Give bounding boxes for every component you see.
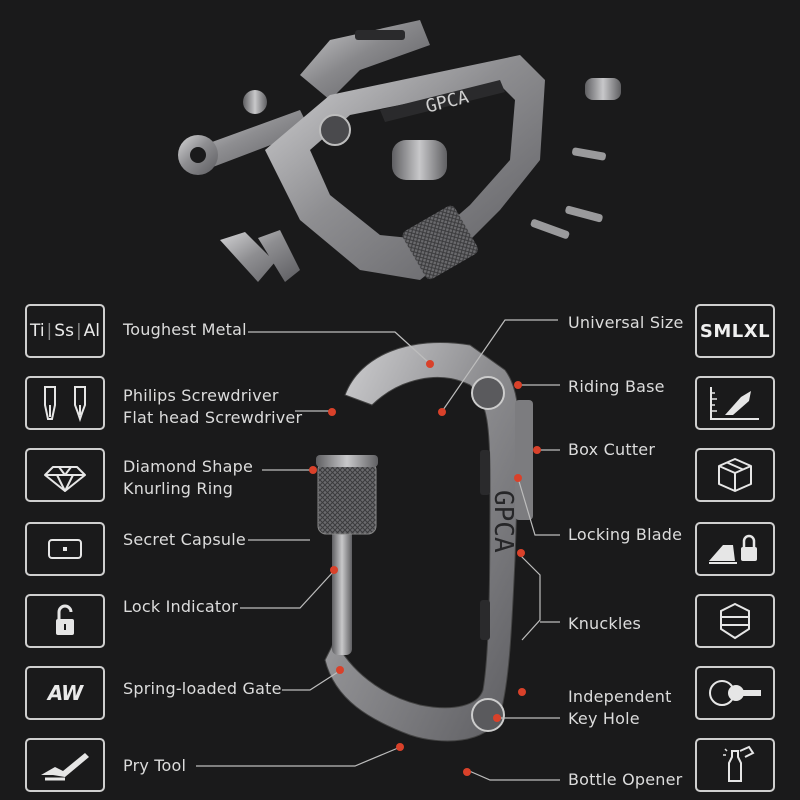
label-lock-indicator: Lock Indicator: [123, 597, 239, 616]
blade-lock-icon: [695, 522, 775, 576]
padlock-icon: [25, 594, 105, 648]
spring-text: AW: [47, 681, 83, 705]
label-key-hole: Independent Key Hole: [568, 687, 672, 728]
side-blade: [515, 400, 533, 520]
frame-groove-2: [480, 600, 490, 640]
label-secret-capsule: Secret Capsule: [123, 530, 246, 549]
exploded-small-ring: [243, 90, 267, 114]
size-icon: SMLXL: [695, 304, 775, 358]
label-bottle-opener: Bottle Opener: [568, 770, 683, 789]
label-screwdrivers: Philips Screwdriver Flat head Screwdrive…: [123, 386, 303, 427]
label-spring-gate: Spring-loaded Gate: [123, 679, 282, 698]
label-riding-base: Riding Base: [568, 377, 665, 396]
dot-toughest-metal: [426, 360, 434, 368]
label-pry-tool: Pry Tool: [123, 756, 187, 775]
bottom-pivot: [471, 698, 505, 732]
dot-screwdriver: [328, 408, 336, 416]
exploded-pivot-top: [319, 114, 351, 146]
top-pivot: [471, 376, 505, 410]
dot-knuckles-bottom: [518, 688, 526, 696]
callout-dots: [309, 360, 541, 776]
exploded-pin-4: [530, 219, 570, 239]
knurling-collar: [317, 461, 377, 535]
capsule-icon: [25, 522, 105, 576]
dot-riding: [514, 381, 522, 389]
ti-ss-al-icon: Ti | Ss | Al: [25, 304, 105, 358]
ss-text: Ss: [54, 321, 74, 341]
dot-lock: [330, 566, 338, 574]
size-text: SMLXL: [699, 320, 771, 342]
collar-cap: [316, 455, 378, 467]
dot-locking: [514, 474, 522, 482]
label-knuckles: Knuckles: [568, 614, 642, 633]
line-knuckles: [519, 554, 560, 641]
exploded-view: GPCA: [178, 20, 621, 282]
diamond-icon: [25, 448, 105, 502]
exploded-pin-3: [565, 205, 603, 223]
exploded-engraving-band: [380, 80, 505, 122]
line-locking: [517, 477, 560, 536]
dot-knurling: [309, 466, 317, 474]
line-lock: [240, 571, 334, 609]
dot-bottle: [463, 768, 471, 776]
exploded-collar: [402, 205, 478, 280]
exploded-capsule: [392, 140, 447, 180]
dot-boxcutter: [533, 446, 541, 454]
label-box-cutter: Box Cutter: [568, 440, 656, 459]
label-toughest-metal: Toughest Metal: [123, 320, 247, 339]
label-universal-size: Universal Size: [568, 313, 684, 332]
key-icon: [695, 666, 775, 720]
ruler-blade-icon: [695, 376, 775, 430]
line-toughest-metal: [248, 331, 429, 363]
exploded-wrench: [190, 110, 310, 170]
dot-knuckles-top: [517, 549, 525, 557]
exploded-bits: [220, 230, 300, 282]
gate-stem: [332, 525, 352, 655]
dot-universal: [438, 408, 446, 416]
dot-keyhole: [493, 714, 501, 722]
bottle-icon: [695, 738, 775, 792]
dot-gate: [336, 666, 344, 674]
ti-text: Ti: [29, 321, 45, 341]
spring-icon: AW: [25, 666, 105, 720]
al-text: Al: [83, 321, 101, 341]
dot-pry: [396, 743, 404, 751]
line-bottle: [466, 769, 560, 781]
exploded-slot: [355, 30, 405, 40]
screwdriver-bits-icon: [25, 376, 105, 430]
exploded-pin-2: [572, 147, 606, 161]
frame-groove-1: [480, 450, 490, 495]
label-knurling-ring: Diamond Shape Knurling Ring: [123, 457, 254, 498]
exploded-wrench-hole: [190, 147, 206, 163]
box-icon: [695, 448, 775, 502]
line-gate: [282, 671, 339, 691]
exploded-pin-1: [585, 78, 621, 100]
shield-icon: [695, 594, 775, 648]
pry-bar-icon: [25, 738, 105, 792]
line-universal: [442, 319, 558, 411]
callout-lines: [196, 319, 560, 781]
carabiner: GPCA: [316, 341, 533, 742]
label-locking-blade: Locking Blade: [568, 525, 683, 544]
carabiner-engraving: GPCA: [488, 490, 518, 553]
line-pry: [196, 747, 399, 767]
